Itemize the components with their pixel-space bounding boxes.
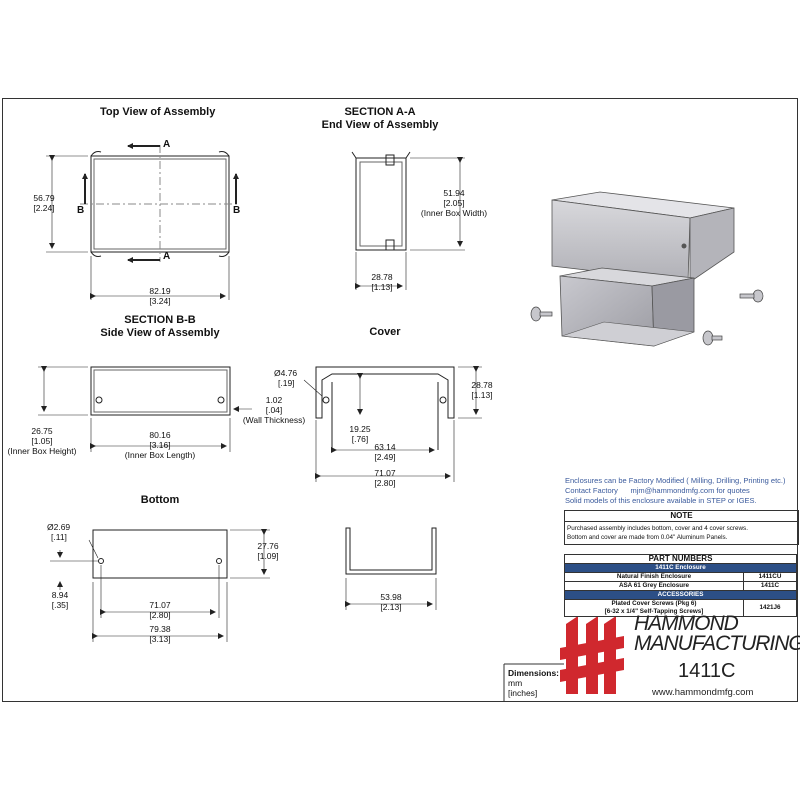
section-bb-length-dim: 80.16[3.16]: [149, 430, 171, 450]
factory-notes: Enclosures can be Factory Modified ( Mil…: [565, 476, 786, 505]
dimensions-legend: Dimensions: mm [inches]: [508, 668, 560, 698]
bottom-offset-dim: 8.94[.35]: [51, 590, 69, 610]
section-bb-length-note: (Inner Box Length): [124, 450, 196, 460]
bottom-channel-width-dim: 53.98[2.13]: [380, 592, 402, 612]
company-name: HAMMOND MANUFACTURINGTM: [634, 612, 800, 655]
table-row: Plated Cover Screws (Pkg 6)[6-32 x 1/4" …: [564, 599, 797, 617]
bottom-hole-spacing-dim: 71.07[2.80]: [149, 600, 171, 620]
note-line-1: Purchased assembly includes bottom, cove…: [567, 525, 748, 532]
enclosure-3d-render: [530, 191, 764, 347]
factory-email: mjm@hammondmfg.com for quotes: [630, 486, 750, 495]
bottom-channel-drawing: [345, 527, 437, 610]
note-header: NOTE: [565, 511, 798, 522]
bottom-height-dim: 27.76[1.09]: [257, 541, 279, 561]
section-bb-wall-dim: 1.02[.04]: [265, 395, 283, 415]
section-aa-drawing: [351, 151, 465, 290]
section-aa-width-dim: 28.78[1.13]: [371, 272, 393, 292]
section-label-b-right: B: [233, 205, 241, 216]
section-bb-height-dim: 26.75[1.05](Inner Box Height): [7, 426, 77, 456]
cover-title: Cover: [369, 326, 401, 338]
pn-header: PART NUMBERS: [564, 554, 797, 564]
bottom-length-dim: 79.38[3.13]: [149, 624, 171, 644]
cover-hole-dim: Ø4.76[.19]: [274, 368, 298, 388]
top-width-dim: 82.19[3.24]: [149, 286, 171, 306]
pn-group-enclosure: 1411C Enclosure: [564, 563, 797, 573]
bottom-plate-drawing: [50, 529, 270, 642]
bottom-title: Bottom: [140, 494, 180, 506]
top-height-dim: 56.79[2.24]: [33, 193, 55, 213]
section-label-a-bottom: A: [163, 251, 171, 262]
part-numbers-table: PART NUMBERS 1411C Enclosure Natural Fin…: [564, 554, 797, 617]
section-label-a-top: A: [163, 139, 171, 150]
section-label-b-left: B: [77, 205, 85, 216]
cover-inner-width-dim: 63.14[2.49]: [374, 442, 396, 462]
section-bb-wall-note: (Wall Thickness): [242, 415, 306, 425]
cover-height-dim: 28.78[1.13]: [471, 380, 493, 400]
section-bb-drawing: [38, 366, 252, 452]
section-aa-height-dim: 51.94[2.05](Inner Box Width): [420, 188, 488, 218]
cover-outer-width-dim: 71.07[2.80]: [374, 468, 396, 488]
cover-inner-height-dim: 19.25[.76]: [349, 424, 371, 444]
hammond-logo: [560, 616, 624, 694]
website: www.hammondmfg.com: [652, 687, 754, 698]
pn-group-accessories: ACCESSORIES: [564, 590, 797, 600]
cover-drawing: [303, 366, 482, 482]
top-view-title: Top View of Assembly: [100, 106, 216, 118]
bottom-hole-dim: Ø2.69[.11]: [47, 522, 71, 542]
top-view-drawing: [46, 143, 240, 300]
model-number: 1411C: [678, 660, 736, 682]
note-line-2: Bottom and cover are made from 0.04" Alu…: [567, 534, 728, 541]
note-box: NOTE Purchased assembly includes bottom,…: [564, 510, 799, 545]
